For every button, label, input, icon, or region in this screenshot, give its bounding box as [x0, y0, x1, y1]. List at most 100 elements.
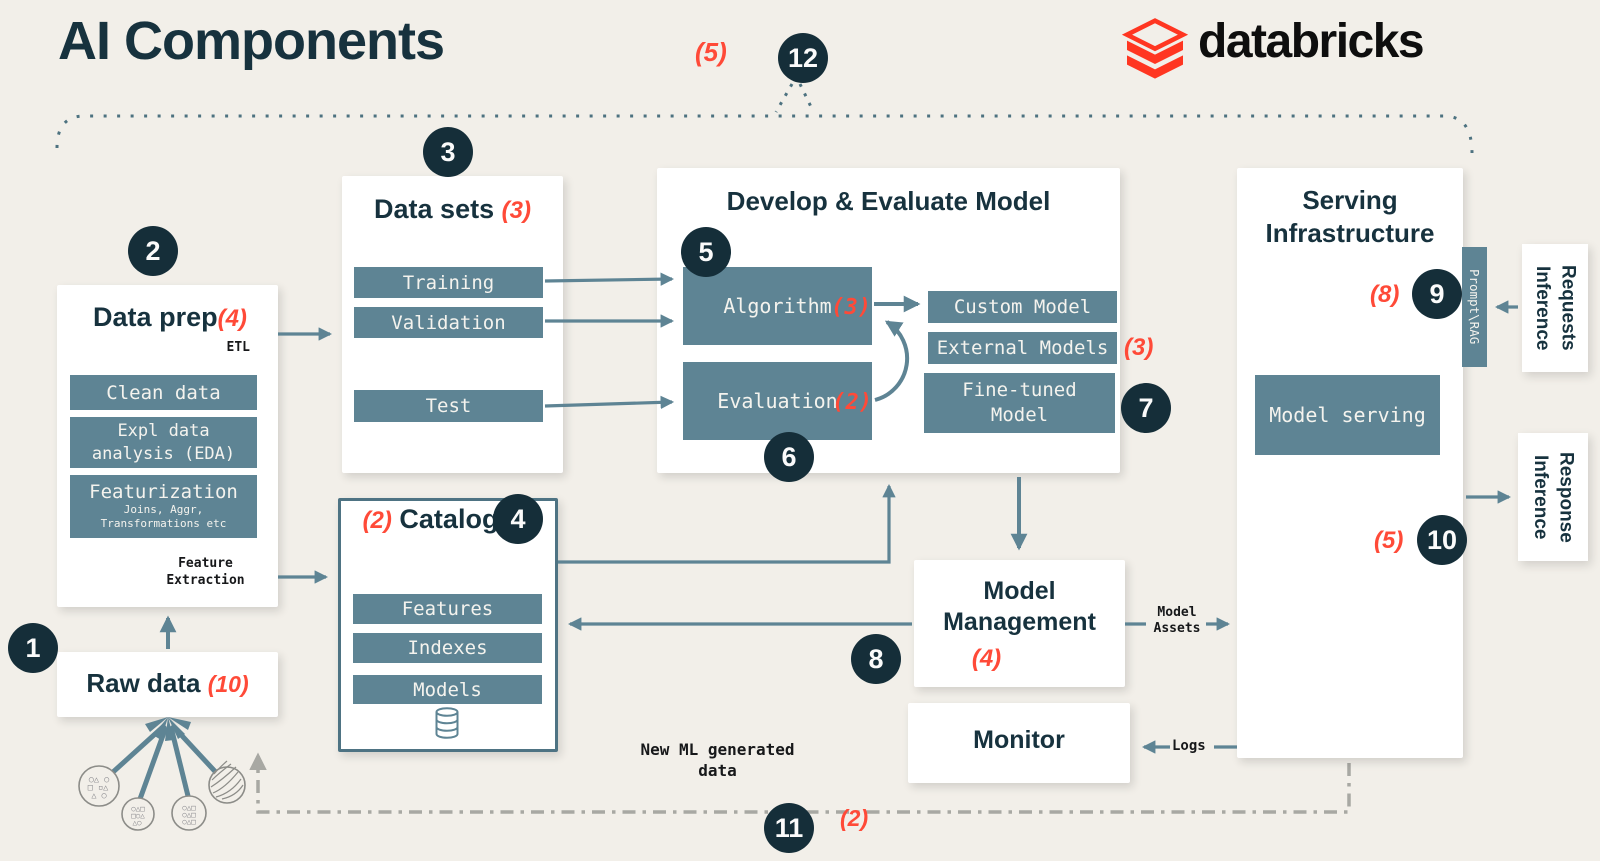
- algorithm-label: Algorithm: [723, 294, 832, 318]
- data-prep-title-text: Data prep: [93, 302, 218, 332]
- raw-data-count: (10): [207, 671, 249, 697]
- data-sets-title-text: Data sets: [374, 194, 495, 224]
- step-badge-7: 7: [1121, 383, 1171, 433]
- eda-row: Expl data analysis (EDA): [70, 417, 257, 468]
- serving-count-bottom: (5): [1374, 527, 1404, 554]
- algorithm-row: Algorithm (3): [683, 267, 872, 345]
- inference-requests-box: Inference Requests: [1522, 244, 1588, 372]
- step-badge-6: 6: [764, 432, 814, 482]
- svg-text:○△□: ○△□: [182, 803, 196, 812]
- step-badge-11: 11: [764, 803, 814, 853]
- inference-requests-label: Inference Requests: [1532, 265, 1579, 351]
- new-ml-data-text: New ML generated data: [640, 740, 795, 780]
- feedback-dashdot-line: [249, 752, 1351, 814]
- featurization-sub1: Joins, Aggr,: [123, 503, 204, 517]
- monitor-title: Monitor: [973, 726, 1065, 754]
- logs-label: Logs: [1172, 738, 1206, 754]
- featurization-title: Featurization: [89, 481, 238, 504]
- step-badge-8: 8: [851, 634, 901, 684]
- evaluation-label: Evaluation: [717, 389, 838, 413]
- external-models-row: External Models: [928, 332, 1117, 364]
- databricks-logo-icon: [1122, 18, 1188, 79]
- etl-label: ETL: [226, 340, 250, 355]
- serving-count-top: (8): [1370, 281, 1400, 308]
- source-table-icon: [171, 795, 207, 831]
- inference-response-label: Inference Response: [1530, 451, 1577, 543]
- svg-text:□ ▫△: □ ▫△: [88, 783, 109, 793]
- model-management-title: Model Management: [934, 576, 1105, 639]
- loop-evaluation-to-algorithm: [874, 320, 910, 402]
- featurization-sub2: Transformations etc: [100, 516, 227, 530]
- external-models-count: (3): [1124, 334, 1154, 361]
- prompt-rag-label: Prompt\RAG: [1467, 269, 1482, 345]
- step-badge-12: 12: [778, 33, 828, 83]
- clean-data-row: Clean data: [70, 375, 257, 410]
- raw-data-box: [57, 652, 278, 717]
- serving-infrastructure-title: Serving Infrastructure: [1237, 184, 1463, 249]
- line-training-to-algorithm: [544, 272, 675, 286]
- raw-data-fan: [100, 723, 225, 800]
- line-test-to-evaluation: [544, 395, 675, 410]
- step-badge-10: 10: [1417, 515, 1467, 565]
- model-management-box: [914, 560, 1125, 687]
- model-assets-line2: Assets: [1153, 621, 1201, 637]
- featurization-row: Featurization Joins, Aggr, Transformatio…: [70, 475, 257, 538]
- indexes-row: Indexes: [353, 633, 542, 663]
- step-badge-2: 2: [128, 226, 178, 276]
- model-management-count: (4): [971, 645, 1002, 672]
- arrow-catalog-to-develop: [558, 483, 896, 564]
- data-source-icons: [78, 765, 246, 831]
- new-ml-data-label: New ML generated data: [630, 740, 805, 782]
- models-row: Models: [353, 675, 542, 704]
- annotation-count-bottom: (2): [840, 805, 869, 831]
- svg-text:△○: △○: [132, 818, 142, 827]
- custom-model-row: Custom Model: [928, 291, 1117, 323]
- step-badge-9: 9: [1412, 269, 1462, 319]
- inference-response-box: Inference Response: [1518, 433, 1588, 561]
- data-sets-title: Data sets (3): [342, 194, 563, 225]
- data-prep-title: Data prep(4): [70, 302, 270, 333]
- feature-extraction-label: Feature Extraction: [166, 556, 245, 588]
- source-grid-icon: [121, 797, 155, 831]
- model-serving-row: Model serving: [1255, 375, 1440, 455]
- data-prep-count: (4): [217, 305, 247, 332]
- fine-tuned-model-label: Fine-tuned Model: [962, 379, 1077, 426]
- sphere-contours: [210, 760, 244, 800]
- model-assets-label: Model Assets: [1148, 605, 1206, 638]
- validation-row: Validation: [354, 307, 543, 338]
- step-badge-4: 4: [493, 494, 543, 544]
- serving-infrastructure-title-text: Serving Infrastructure: [1265, 185, 1435, 248]
- raw-data-fan-wedges: [145, 717, 191, 741]
- serving-infrastructure-box: [1237, 168, 1463, 758]
- database-icon: [435, 707, 459, 739]
- features-row: Features: [353, 594, 542, 624]
- monitor-box: [908, 703, 1130, 783]
- brand-name: databricks: [1198, 15, 1425, 68]
- page-title: AI Components: [58, 11, 445, 71]
- annotation-count-top: (5): [695, 37, 727, 67]
- develop-evaluate-title: Develop & Evaluate Model: [726, 186, 1051, 216]
- data-sets-count: (3): [501, 197, 531, 224]
- model-management-title-text: Model Management: [943, 577, 1096, 637]
- raw-data-title-text: Raw data: [86, 668, 201, 698]
- svg-text:○△□: ○△□: [182, 810, 196, 819]
- source-scatter-icon: [78, 765, 120, 807]
- step-badge-1: 1: [8, 623, 58, 673]
- catalog-title-text: Catalog: [399, 504, 499, 534]
- test-row: Test: [354, 390, 543, 422]
- evaluation-count: (2): [832, 390, 872, 415]
- svg-text:○△□: ○△□: [182, 817, 196, 826]
- model-assets-line1: Model: [1157, 605, 1197, 620]
- svg-text:○△ ○: ○△ ○: [89, 775, 109, 785]
- step-badge-3: 3: [423, 127, 473, 177]
- catalog-count: (2): [362, 507, 392, 534]
- svg-text:□○△: □○△: [131, 811, 145, 820]
- prompt-rag-strip: Prompt\RAG: [1462, 247, 1487, 367]
- svg-text:△ ○: △ ○: [91, 791, 106, 801]
- training-row: Training: [354, 267, 543, 298]
- step-badge-5: 5: [681, 227, 731, 277]
- raw-data-title: Raw data (10): [57, 668, 278, 699]
